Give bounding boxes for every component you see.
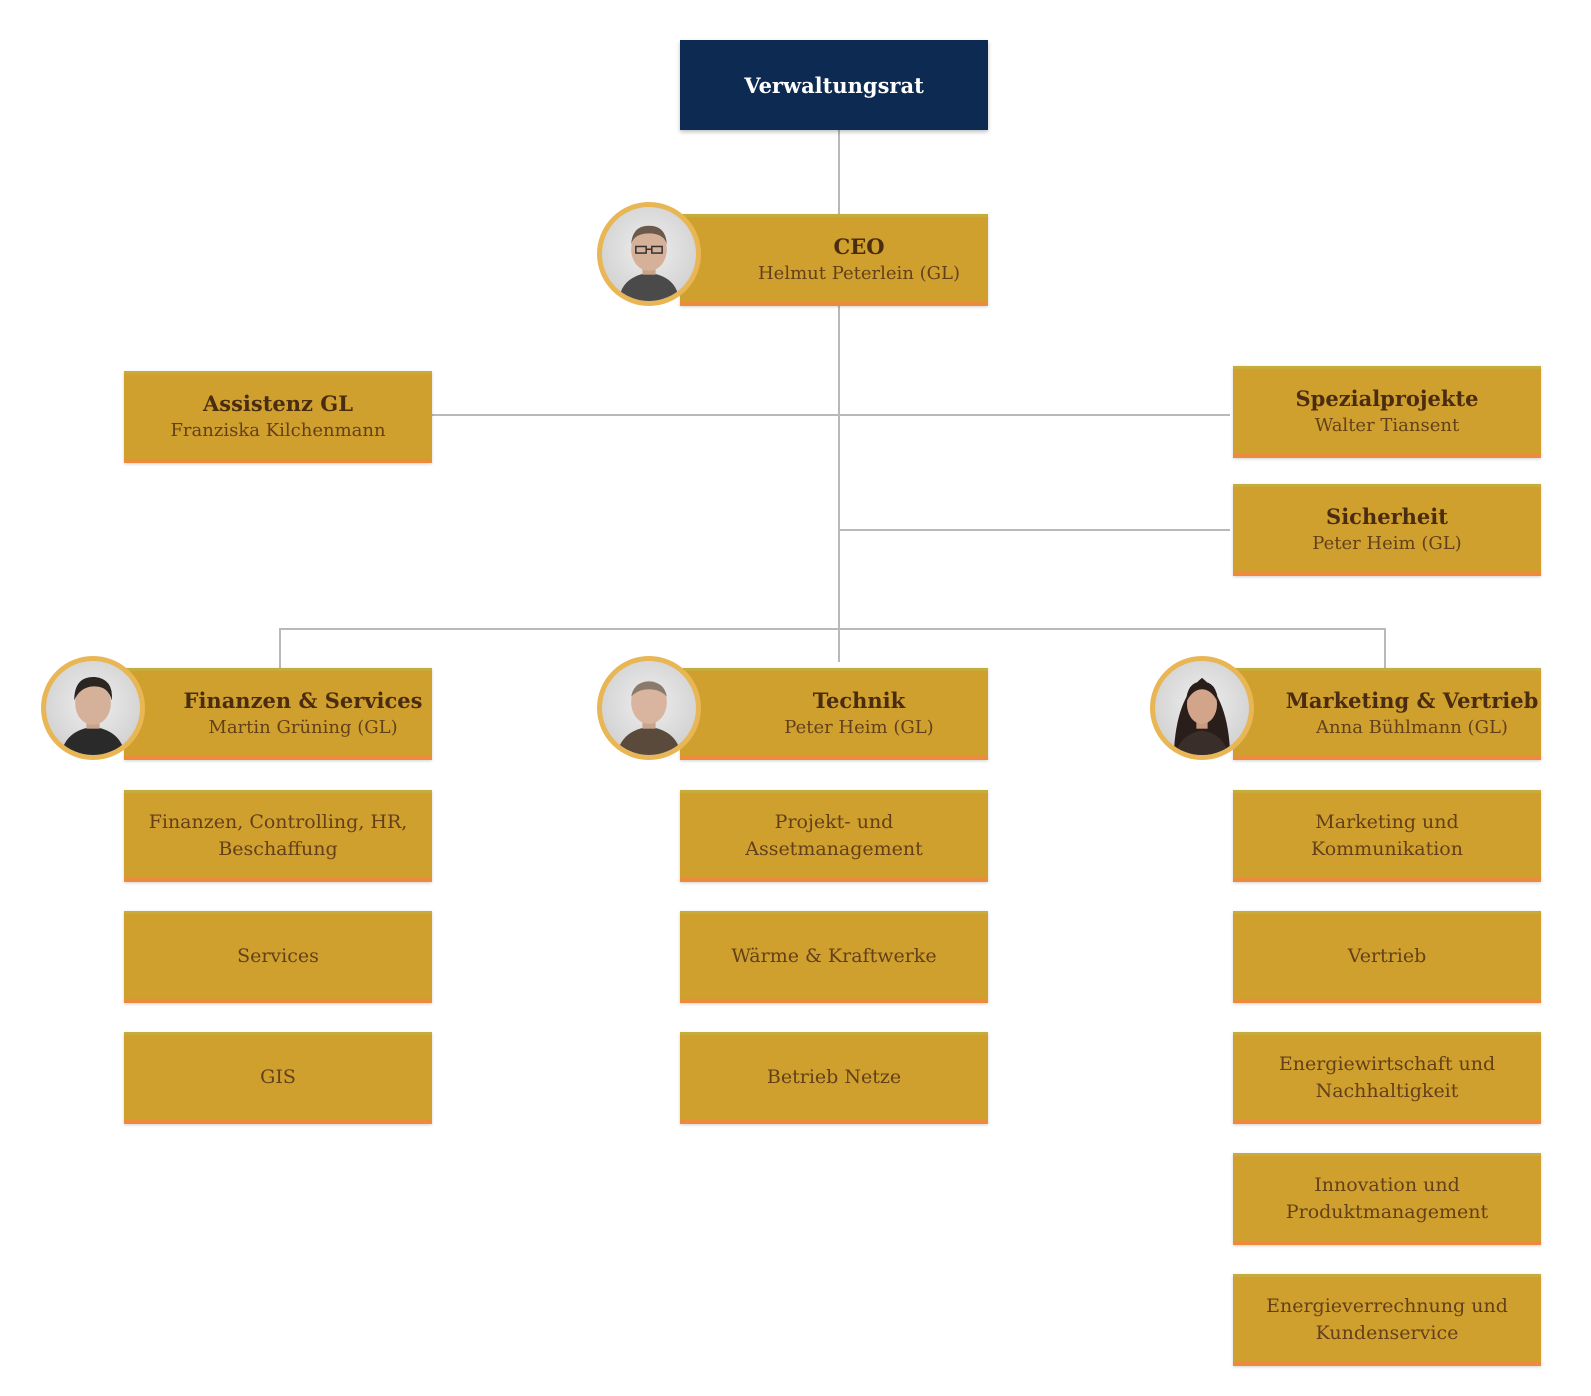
connector-security — [838, 529, 1230, 531]
special-name: Walter Tiansent — [1314, 414, 1460, 436]
connector-division-left — [279, 628, 281, 668]
division-finance-box: Finanzen & Services Martin Grüning (GL) — [124, 668, 432, 760]
division-marketing-box: Marketing & Vertrieb Anna Bühlmann (GL) — [1233, 668, 1541, 760]
security-name: Peter Heim (GL) — [1312, 532, 1462, 554]
ceo-box: CEO Helmut Peterlein (GL) — [680, 214, 988, 306]
ceo-title: CEO — [833, 233, 885, 259]
person-portrait-icon — [1173, 677, 1231, 755]
division-technik-unit: Betrieb Netze — [680, 1032, 988, 1124]
division-marketing-unit: Innovation und Produktmanagement — [1233, 1153, 1541, 1245]
division-technik-box: Technik Peter Heim (GL) — [680, 668, 988, 760]
division-finance-unit: Finanzen, Controlling, HR, Beschaffung — [124, 790, 432, 882]
unit-label: Finanzen, Controlling, HR, Beschaffung — [148, 810, 408, 860]
special-title: Spezialprojekte — [1295, 385, 1479, 411]
division-marketing-unit: Marketing und Kommunikation — [1233, 790, 1541, 882]
division-technik-avatar — [597, 656, 701, 760]
connector-divisions-bar — [279, 628, 1385, 630]
unit-label: Marketing und Kommunikation — [1311, 810, 1463, 860]
division-finance-unit: Services — [124, 911, 432, 1003]
unit-label: Betrieb Netze — [766, 1066, 902, 1088]
unit-label: Energieverrechnung und Kundenservice — [1266, 1294, 1508, 1344]
person-portrait-icon — [61, 676, 125, 755]
division-marketing-avatar — [1150, 656, 1254, 760]
division-technik-unit: Projekt- und Assetmanagement — [680, 790, 988, 882]
division-marketing-unit: Energiewirtschaft und Nachhaltigkeit — [1233, 1032, 1541, 1124]
division-marketing-unit: Vertrieb — [1233, 911, 1541, 1003]
ceo-avatar — [597, 202, 701, 306]
assistant-name: Franziska Kilchenmann — [170, 419, 386, 441]
connector-division-right — [1384, 628, 1386, 668]
unit-label: Vertrieb — [1347, 945, 1427, 967]
unit-label: Wärme & Kraftwerke — [731, 945, 937, 967]
connector-staff-row — [430, 414, 1230, 416]
division-marketing-unit: Energieverrechnung und Kundenservice — [1233, 1274, 1541, 1366]
unit-label: Projekt- und Assetmanagement — [745, 810, 923, 860]
division-finance-title: Finanzen & Services — [183, 687, 423, 713]
board-label: Verwaltungsrat — [744, 72, 924, 98]
division-technik-name: Peter Heim (GL) — [784, 716, 934, 738]
board-box: Verwaltungsrat — [680, 40, 988, 130]
division-technik-unit: Wärme & Kraftwerke — [680, 911, 988, 1003]
connector-board-ceo — [838, 130, 840, 214]
person-portrait-icon — [617, 680, 681, 755]
assistant-title: Assistenz GL — [202, 390, 353, 416]
division-finance-unit: GIS — [124, 1032, 432, 1124]
unit-label: Innovation und Produktmanagement — [1285, 1173, 1489, 1223]
division-finance-avatar — [41, 656, 145, 760]
division-finance-name: Martin Grüning (GL) — [208, 716, 398, 738]
unit-label: Services — [237, 945, 319, 967]
staff-special-box: Spezialprojekte Walter Tiansent — [1233, 366, 1541, 458]
ceo-name: Helmut Peterlein (GL) — [757, 262, 961, 284]
division-marketing-title: Marketing & Vertrieb — [1285, 687, 1539, 713]
person-portrait-icon — [618, 225, 680, 301]
unit-label: GIS — [260, 1066, 296, 1088]
unit-label: Energiewirtschaft und Nachhaltigkeit — [1278, 1052, 1496, 1102]
division-marketing-name: Anna Bühlmann (GL) — [1316, 716, 1508, 738]
connector-ceo-trunk — [838, 305, 840, 662]
division-technik-title: Technik — [812, 687, 906, 713]
staff-assistant-box: Assistenz GL Franziska Kilchenmann — [124, 371, 432, 463]
security-title: Sicherheit — [1326, 503, 1448, 529]
staff-security-box: Sicherheit Peter Heim (GL) — [1233, 484, 1541, 576]
